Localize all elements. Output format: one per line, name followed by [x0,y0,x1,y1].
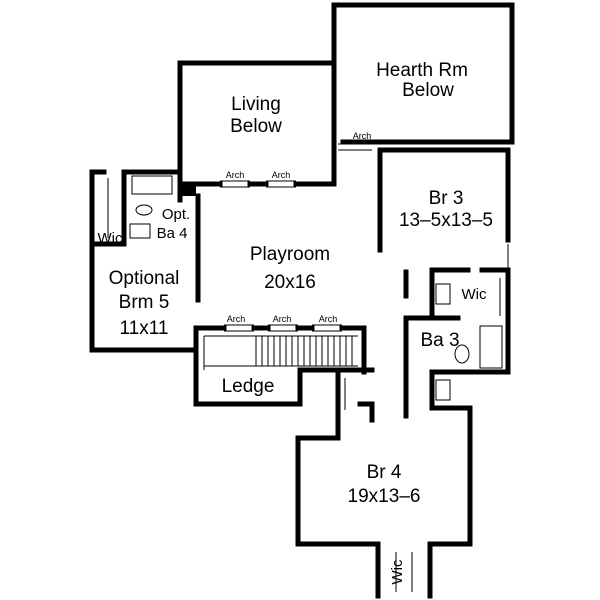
hearth-room-label-2: Below [402,80,454,101]
stair [203,335,358,370]
bathtub-icon [131,175,173,195]
labels: Hearth Rm Below Living Below Br 3 13–5x1… [98,60,494,585]
walls [89,2,515,599]
arch-label-2: Arch [272,170,291,180]
living-label-1: Living [231,94,281,115]
wic-label-optional: Wic [98,230,123,247]
ba3-label: Ba 3 [420,330,459,351]
bathtub-icon [479,325,503,369]
br4-label-2: 19x13–6 [348,486,421,507]
playroom-label-2: 20x16 [264,272,316,293]
fixtures [107,175,509,592]
sink-icon [435,283,451,305]
sink-icon [129,223,151,239]
arch-label-3: Arch [353,131,372,141]
arch-openings [220,143,372,332]
arch-label-5: Arch [273,314,292,324]
br3-label-2: 13–5x13–5 [399,210,493,231]
arch-label-4: Arch [227,314,246,324]
opt-ba4-label-2: Ba 4 [157,225,188,242]
sink-icon [435,379,451,401]
wic-label-br3: Wic [462,286,487,303]
living-label-2: Below [230,116,282,137]
chimney-block [178,182,196,196]
opt-ba4-label-1: Opt. [162,206,190,223]
arch-label-1: Arch [226,170,245,180]
optional-label-1: Optional [109,268,180,289]
hearth-room-label-1: Hearth Rm [376,60,468,81]
toilet-icon [135,204,153,216]
optional-label-3: 11x11 [120,318,169,339]
br4-label-1: Br 4 [367,462,402,483]
toilet-icon [454,344,470,364]
br3-label-1: Br 3 [429,188,464,209]
arch-label-6: Arch [319,314,338,324]
playroom-label-1: Playroom [250,244,330,265]
ledge-label: Ledge [222,376,275,397]
wic-label-br4: Wic [389,559,406,584]
optional-label-2: Brm 5 [119,292,170,313]
